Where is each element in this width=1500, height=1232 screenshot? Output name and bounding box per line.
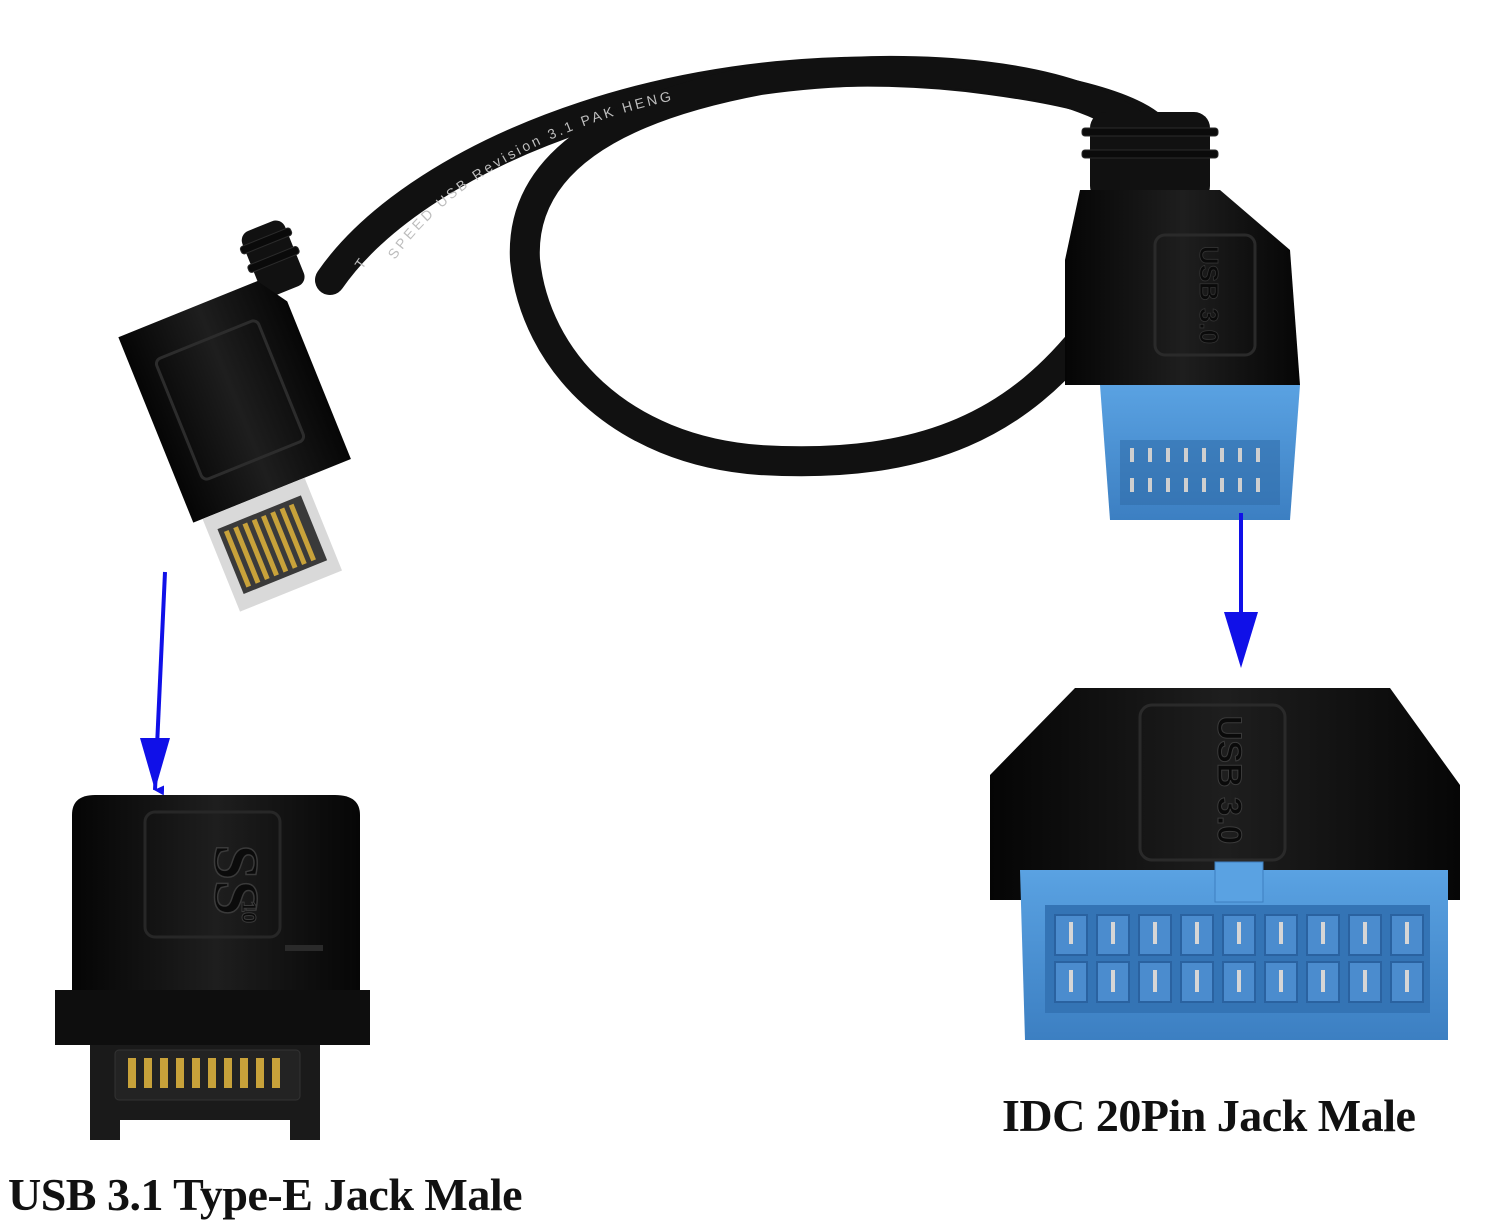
header-pins: [1130, 448, 1260, 492]
ss-logo-emboss: SS: [201, 844, 272, 915]
caption-type-e: USB 3.1 Type-E Jack Male: [8, 1169, 523, 1220]
closeup-pin-slots: [1054, 914, 1424, 1003]
usb30-emboss-closeup: USB 3.0: [1210, 716, 1248, 845]
arrow-left-head: [140, 738, 170, 790]
closeup-pins: [1069, 922, 1409, 992]
gold-pins: [223, 503, 316, 588]
arrow-right-head: [1224, 612, 1258, 668]
ss-logo-suffix: 10: [237, 901, 259, 923]
closeup-body: [990, 688, 1460, 900]
idc-connector-closeup: USB 3.0: [990, 688, 1460, 1040]
cable-loop: [509, 55, 1165, 477]
usb30-emboss-top: USB 3.0: [1194, 246, 1224, 344]
type-e-connector-top: [118, 220, 351, 612]
connector-body: [118, 281, 351, 523]
connector-body: [1065, 190, 1300, 385]
caption-idc-20pin: IDC 20Pin Jack Male: [1002, 1090, 1416, 1141]
type-e-connector-closeup: SS 10: [55, 795, 370, 1140]
closeup-gold-pins: [128, 1058, 280, 1088]
idc-connector-top: USB 3.0: [1065, 112, 1300, 520]
cable: [315, 56, 1175, 295]
